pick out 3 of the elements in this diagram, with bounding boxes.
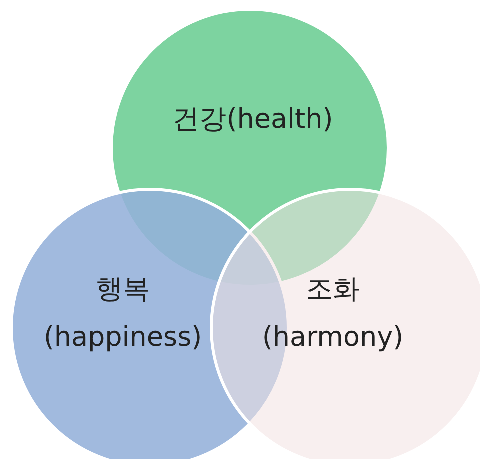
circle-label: 건강(health) [172, 103, 334, 137]
circle-label: 행복 (happiness) [42, 273, 204, 355]
circle-label: 조화 (harmony) [261, 273, 405, 355]
